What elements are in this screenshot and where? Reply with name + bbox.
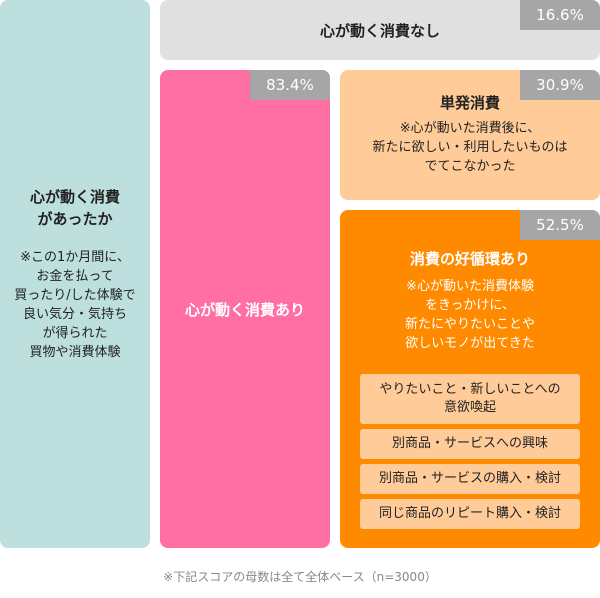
no-consumption-box: 心が動く消費なし 16.6% (160, 0, 600, 60)
single-consumption-title: 単発消費 (439, 94, 500, 112)
single-consumption-pct: 30.9% (520, 70, 600, 100)
cycle-item: やりたいこと・新しいことへの 意欲喚起 (360, 374, 580, 424)
single-consumption-desc: ※心が動いた消費後に、 新たに欲しい・利用したいものは でてこなかった (372, 121, 568, 174)
consumption-yes-title: 心が動く消費あり (184, 300, 305, 319)
single-consumption-box: 単発消費 ※心が動いた消費後に、 新たに欲しい・利用したいものは でてこなかった… (340, 70, 600, 200)
virtuous-cycle-title: 消費の好循環あり (409, 250, 530, 268)
virtuous-cycle-box: 消費の好循環あり ※心が動いた消費体験 をきっかけに、 新たにやりたいことや 欲… (340, 210, 600, 548)
cycle-item: 別商品・サービスへの興味 (360, 429, 580, 459)
left-title: 心が動く消費 があったか (29, 188, 120, 228)
cycle-item: 別商品・サービスの購入・検討 (360, 464, 580, 494)
footnote: ※下記スコアの母数は全て全体ベース（n=3000） (163, 570, 437, 584)
virtuous-cycle-pct: 52.5% (520, 210, 600, 240)
virtuous-cycle-desc: ※心が動いた消費体験 をきっかけに、 新たにやりたいことや 欲しいモノが出てきた (404, 279, 535, 351)
cycle-item: 同じ商品のリピート購入・検討 (360, 499, 580, 529)
no-consumption-title: 心が動く消費なし (319, 21, 440, 40)
heart-moving-consumption-box: 心が動く消費 があったか ※この1か月間に、 お金を払って 買ったり/した体験で… (0, 0, 150, 548)
consumption-yes-pct: 83.4% (250, 70, 330, 100)
consumption-yes-box: 心が動く消費あり 83.4% (160, 70, 330, 548)
no-consumption-pct: 16.6% (520, 0, 600, 30)
left-description: ※この1か月間に、 お金を払って 買ったり/した体験で 良い気分・気持ち が得ら… (14, 250, 136, 360)
